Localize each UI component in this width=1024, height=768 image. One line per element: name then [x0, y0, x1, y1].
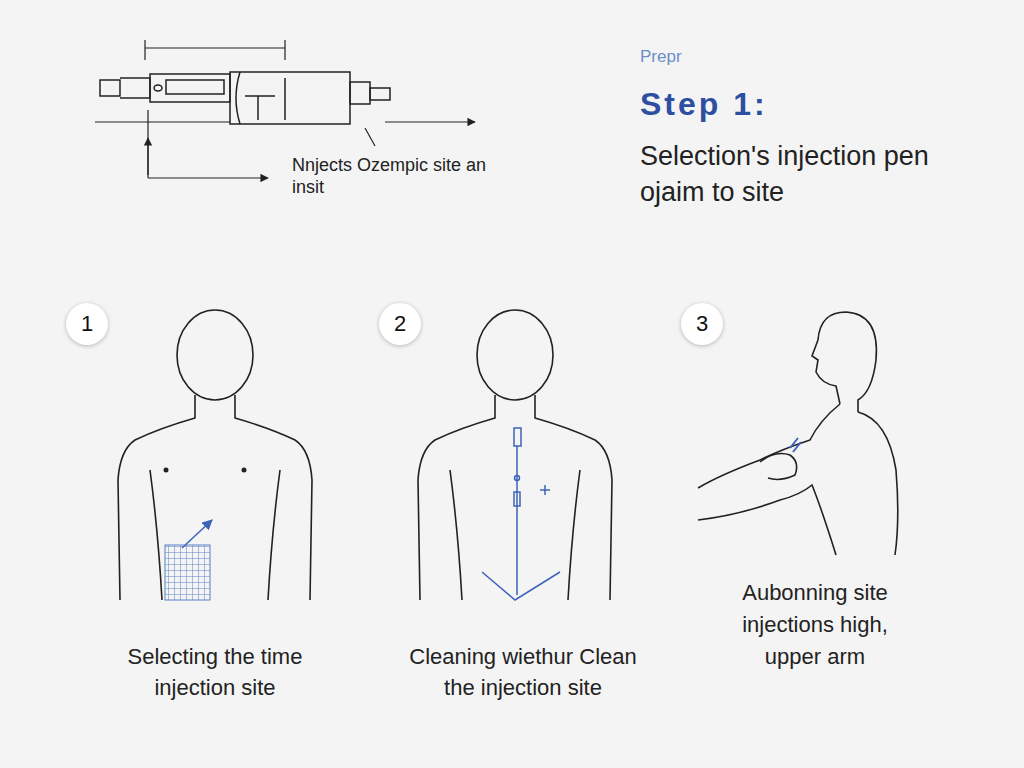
pointer-arrow	[182, 520, 212, 548]
step-caption: Aubonning site injections high, upper ar…	[715, 577, 915, 673]
drawing-stroke	[535, 395, 612, 600]
drawing-stroke	[145, 47, 285, 48]
drawing-stroke	[482, 572, 560, 600]
pen-on-arm	[790, 438, 801, 452]
callout-text: 1	[81, 311, 93, 337]
nipple	[164, 468, 169, 473]
nipple	[242, 468, 247, 473]
drawing-stroke	[230, 72, 350, 124]
callout-text: 2	[394, 311, 406, 337]
pen-label: Nnjects Ozempic site an insit	[292, 154, 492, 198]
drawing-stroke	[698, 404, 840, 488]
callout-text: 3	[696, 311, 708, 337]
step-subtitle: Selection's injection pen ojaim to site	[640, 138, 950, 210]
drawing-stroke	[145, 40, 285, 60]
drawing-stroke	[95, 121, 230, 122]
drawing-stroke	[760, 454, 797, 480]
drawing-stroke	[450, 470, 580, 600]
step-caption: Selecting the time injection site	[100, 641, 330, 703]
injection-area	[165, 545, 210, 600]
drawing-stroke	[514, 428, 521, 446]
drawing-stroke	[515, 476, 520, 481]
drawing-stroke	[235, 395, 312, 600]
callout-number: 3	[681, 303, 723, 345]
drawing-stroke	[477, 310, 553, 400]
drawing-stroke	[166, 80, 224, 94]
drawing-stroke	[150, 470, 280, 600]
drawing-stroke	[365, 128, 375, 146]
drawing-stroke	[148, 177, 268, 178]
section-tag: Prepr	[640, 47, 682, 67]
pen-drawing	[100, 72, 390, 124]
drawing-stroke	[236, 72, 240, 124]
drawing-stroke	[858, 412, 898, 555]
figure-side-arm	[698, 312, 898, 555]
callout-number: 2	[379, 303, 421, 345]
figure-front-abdomen	[118, 310, 312, 600]
drawing-stroke	[698, 485, 836, 555]
drawing-stroke	[350, 82, 370, 104]
drawing-stroke	[418, 395, 495, 600]
drawing-stroke	[540, 485, 550, 495]
drawing-stroke	[147, 110, 148, 178]
step-title: Step 1:	[640, 86, 768, 123]
drawing-stroke	[154, 85, 162, 91]
drawing-stroke	[516, 446, 518, 595]
drawing-stroke	[150, 74, 230, 102]
drawing-stroke	[120, 78, 150, 98]
step-caption: Cleaning wiethur Clean the injection sit…	[400, 641, 646, 703]
drawing-stroke	[385, 121, 475, 122]
drawing-stroke	[100, 80, 120, 96]
drawing-stroke	[514, 492, 520, 506]
drawing-stroke	[245, 78, 285, 120]
pen-in-use	[482, 428, 560, 600]
callout-number: 1	[66, 303, 108, 345]
drawing-stroke	[370, 88, 390, 100]
figure-front-clean	[418, 310, 612, 600]
drawing-stroke	[812, 340, 840, 404]
drawing-stroke	[177, 310, 253, 400]
drawing-stroke	[818, 312, 876, 412]
